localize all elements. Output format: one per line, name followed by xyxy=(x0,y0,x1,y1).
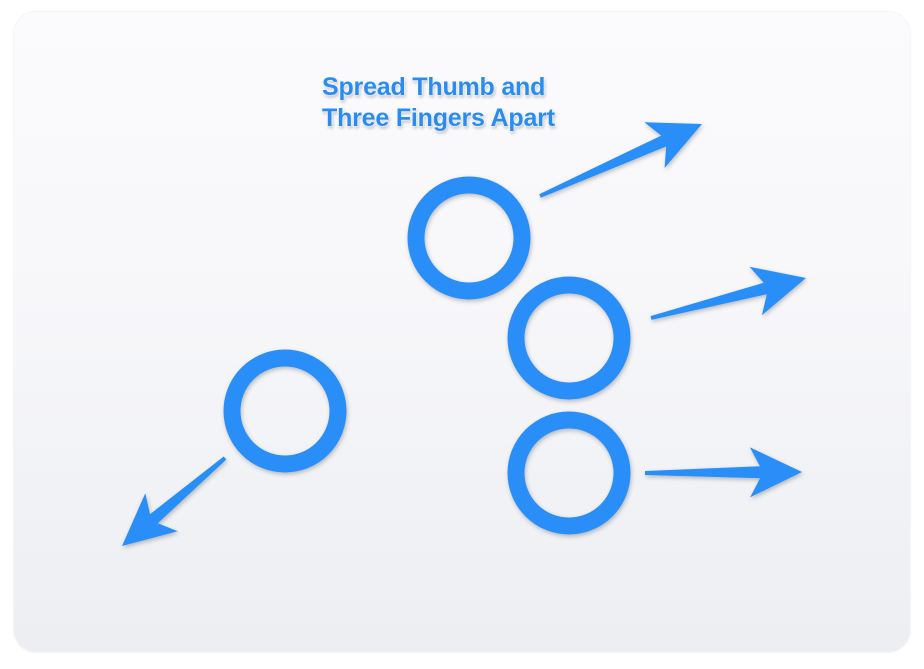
diagram-card xyxy=(14,12,910,652)
thumb-touch-circle xyxy=(223,349,347,473)
finger-touch-circle-1 xyxy=(407,176,531,300)
arrow-thumb-icon xyxy=(122,456,227,546)
arrow-finger-1-icon xyxy=(539,122,702,198)
finger-touch-circle-2 xyxy=(507,276,631,400)
title-line-2: Three Fingers Apart xyxy=(322,104,555,132)
arrow-finger-3-icon xyxy=(645,447,802,498)
finger-touch-circle-3 xyxy=(507,411,631,535)
arrow-finger-2-icon xyxy=(650,266,806,320)
title-line-1: Spread Thumb and xyxy=(322,73,546,101)
gesture-title: Spread Thumb and Three Fingers Apart xyxy=(322,72,555,134)
